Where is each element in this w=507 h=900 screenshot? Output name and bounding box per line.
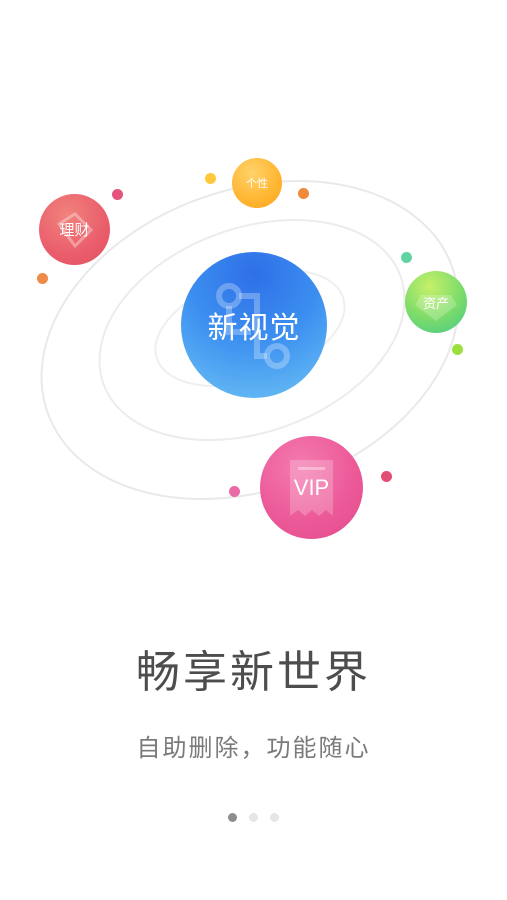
licai-label: 理财 <box>59 221 90 239</box>
page-title: 畅享新世界 <box>136 647 371 698</box>
page-dot-3[interactable] <box>270 813 279 822</box>
tag-icon <box>56 212 94 249</box>
orbit-dot <box>381 471 392 482</box>
orbit-dot <box>452 344 463 355</box>
page-indicator[interactable] <box>0 813 507 822</box>
network-icon <box>216 283 290 369</box>
middle-orbit-ring <box>98 218 406 442</box>
vip-bubble: VIP <box>260 436 363 539</box>
vip-label: VIP <box>293 474 330 500</box>
licai-bubble: 理财 <box>39 194 110 265</box>
page-dot-2[interactable] <box>249 813 258 822</box>
gexing-bubble: 个性 <box>232 158 282 208</box>
orbit-dot <box>298 188 309 199</box>
receipt-icon <box>290 460 333 516</box>
gexing-label: 个性 <box>246 177 268 190</box>
page-subtitle: 自助删除，功能随心 <box>136 734 371 762</box>
orbit-dot <box>205 173 216 184</box>
zichan-bubble: 资产 <box>405 271 467 333</box>
center-label: 新视觉 <box>207 311 301 346</box>
orbit-illustration: 理财 个性 资产 新视觉 <box>37 158 467 539</box>
center-bubble: 新视觉 <box>181 252 327 398</box>
diamond-icon <box>415 295 457 321</box>
orbit-dot <box>229 486 240 497</box>
orbit-dot <box>112 189 123 200</box>
zichan-label: 资产 <box>422 296 449 312</box>
page-dot-1[interactable] <box>228 813 237 822</box>
orbit-dot <box>37 273 48 284</box>
orbit-dot <box>401 252 412 263</box>
